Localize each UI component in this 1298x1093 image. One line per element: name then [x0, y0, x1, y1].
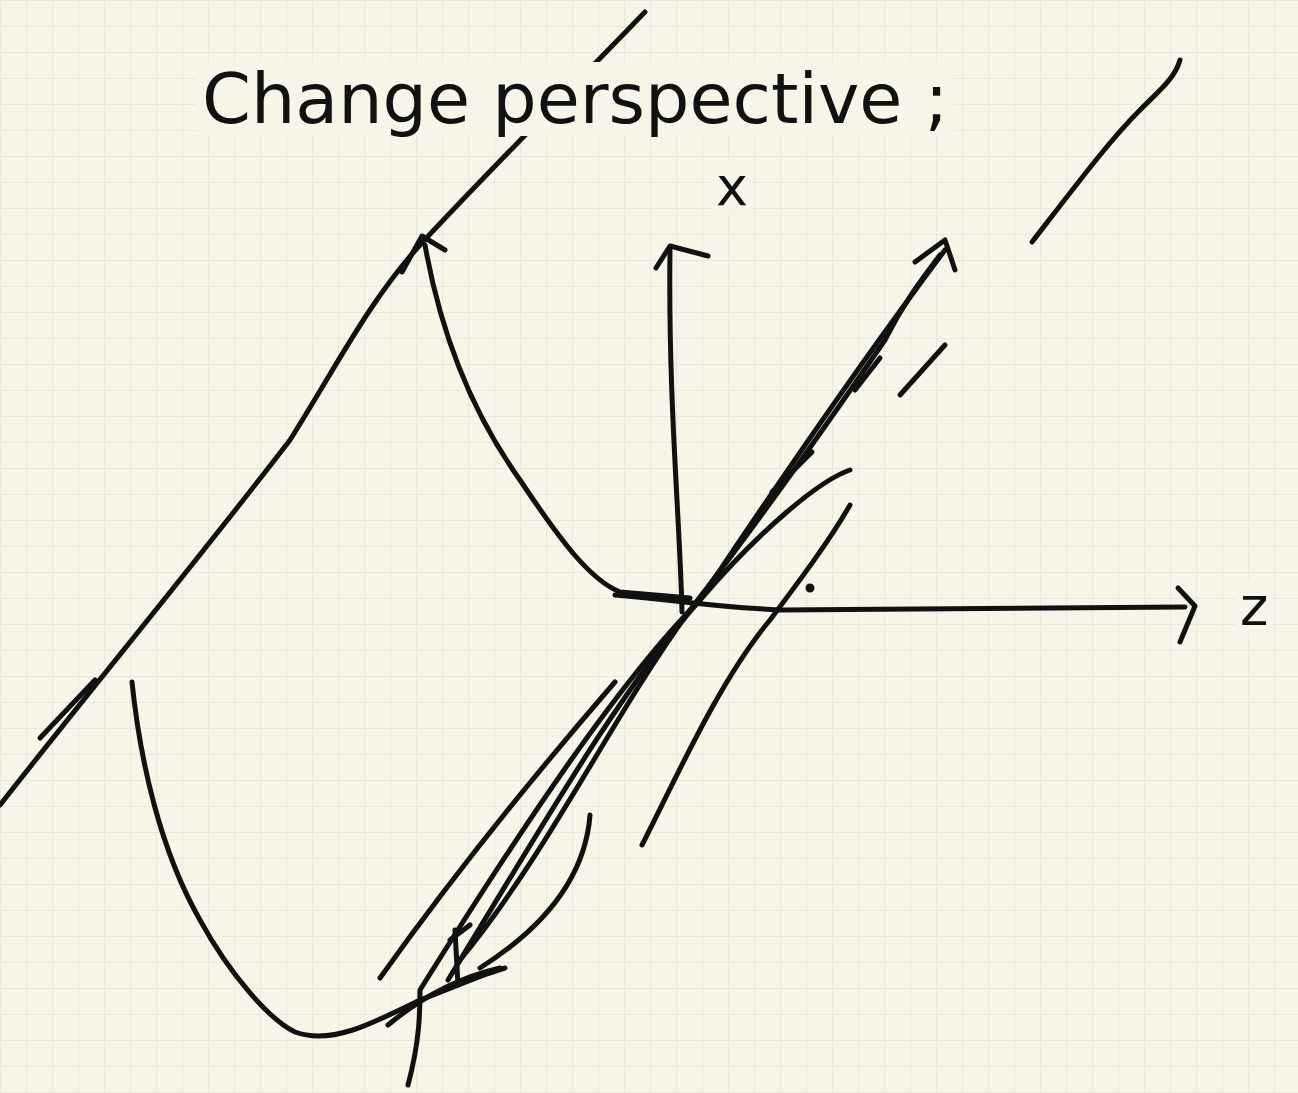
arrowhead — [1178, 588, 1195, 642]
tick-stroke — [855, 358, 880, 390]
diagonal-stroke — [460, 255, 940, 960]
tick-stroke — [40, 680, 95, 738]
diagonal-stroke — [448, 470, 850, 980]
axis-label: z — [1236, 580, 1272, 634]
diagonal-stroke — [642, 505, 850, 845]
curve — [425, 245, 690, 598]
tick-stroke — [450, 925, 470, 940]
diagonal-stroke — [380, 682, 615, 978]
x-axis — [670, 250, 682, 612]
curve — [480, 815, 590, 968]
dot — [808, 586, 812, 590]
hand-strokes — [0, 12, 1195, 1085]
diagonal-axis — [408, 250, 945, 1085]
slanted-line — [1032, 60, 1180, 242]
axis-label: x — [712, 160, 752, 214]
arrowhead — [656, 246, 708, 268]
tick-stroke — [900, 345, 945, 395]
sketch-title: Change perspective ; — [196, 62, 954, 136]
tick-stroke — [772, 452, 812, 492]
arrowhead — [402, 236, 445, 272]
curve — [132, 682, 505, 1036]
tick-stroke — [388, 968, 500, 1025]
